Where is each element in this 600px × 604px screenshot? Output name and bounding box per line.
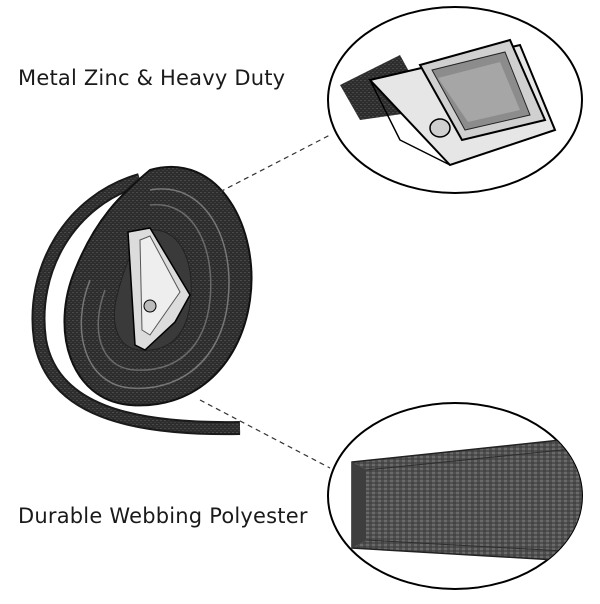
coil-buckle [127,227,191,351]
buckle-feature-label: Metal Zinc & Heavy Duty [18,66,286,90]
webbing-detail-circle [327,402,583,590]
webbing-feature-label: Durable Webbing Polyester [18,504,308,528]
buckle-detail-circle [327,6,583,194]
leader-line-webbing [199,399,331,469]
leader-line-buckle [211,134,331,197]
